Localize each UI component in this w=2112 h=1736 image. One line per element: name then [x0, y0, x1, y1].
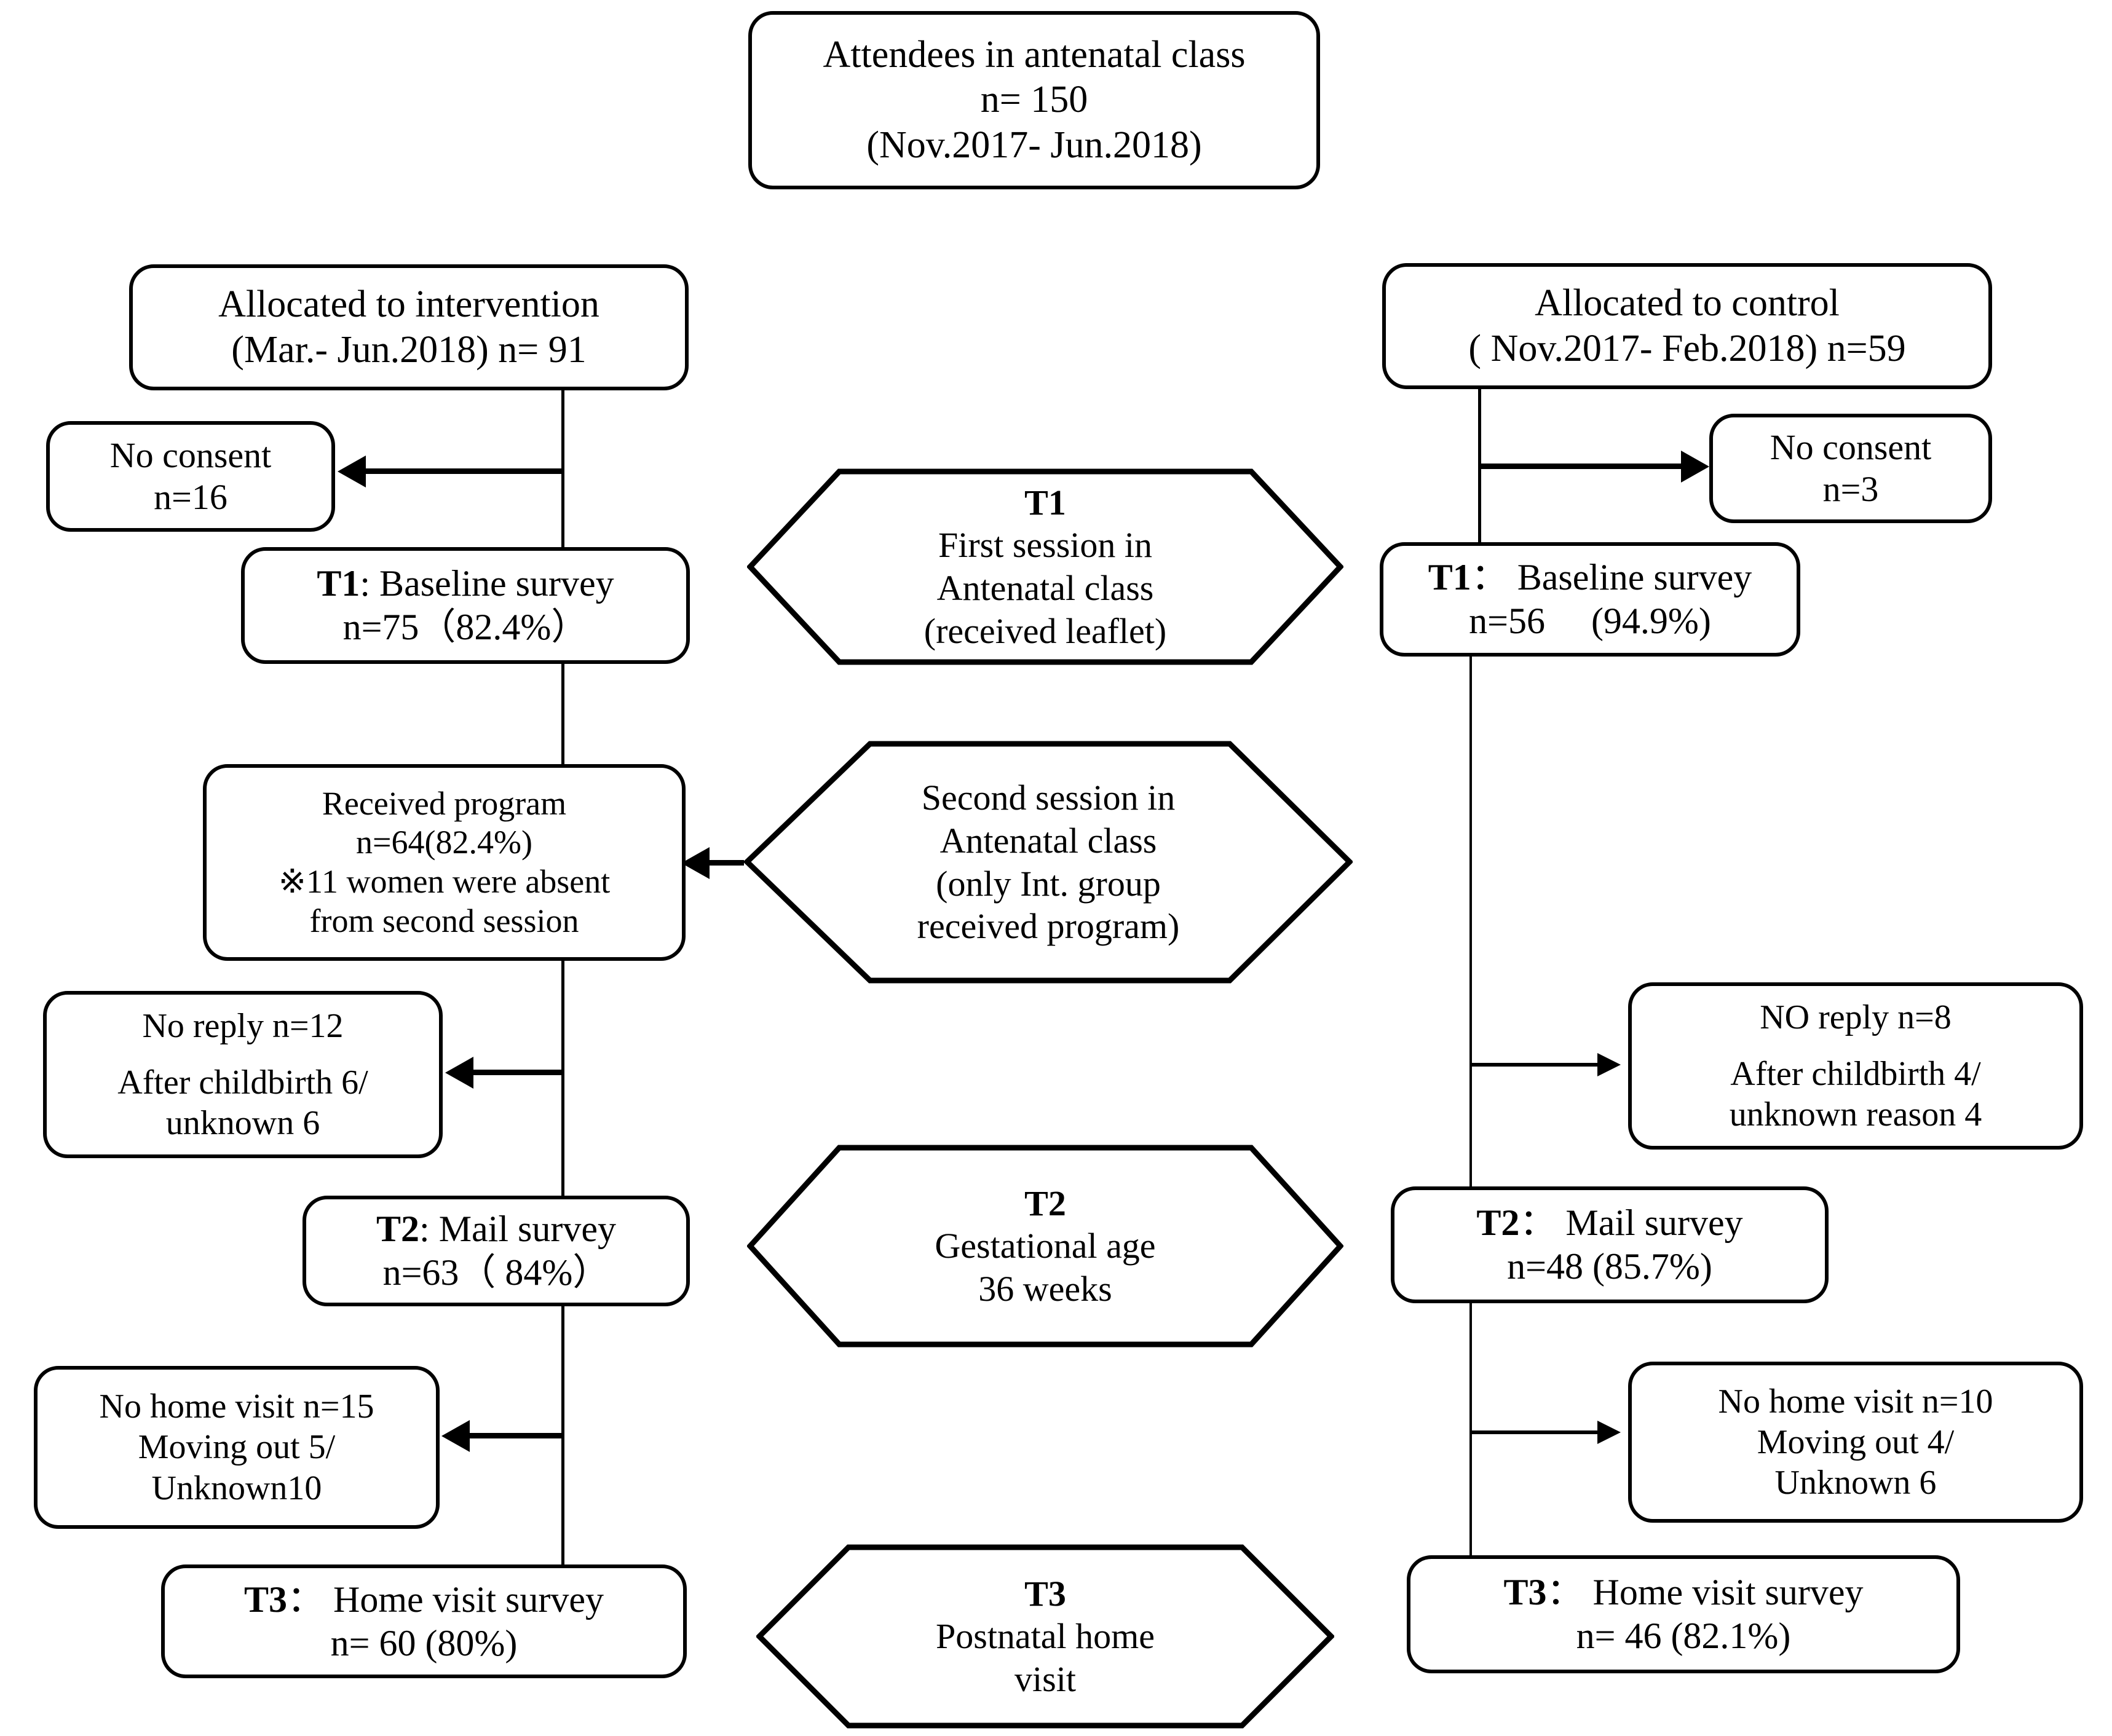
node-control-t1-baseline-survey: T1： Baseline survey n=56 (94.9%): [1380, 542, 1800, 657]
timepoint-t3-line-2: visit: [1014, 1659, 1076, 1699]
arrowhead-intervention-no-home-visit: [441, 1420, 470, 1452]
node-control-t3-home-visit-survey: T3： Home visit survey n= 46 (82.1%): [1407, 1555, 1960, 1673]
attendees-line-3: (Nov.2017- Jun.2018): [866, 124, 1202, 166]
control-no-consent-line-2: n=3: [1822, 469, 1879, 509]
node-control-t2-mail-survey: T2： Mail survey n=48 (85.7%): [1391, 1186, 1829, 1303]
intervention-no-reply-line-2: After childbirth 6/: [117, 1063, 368, 1102]
arrowhead-second-session-to-received-program: [681, 847, 710, 879]
timepoint-t1-line-3: (received leaflet): [924, 610, 1167, 651]
timepoint-second-session-hexagon: Second session in Antenatal class (only …: [744, 741, 1353, 984]
hexagon-shape-t1: [747, 468, 1343, 665]
received-program-line-1: Received program: [322, 784, 567, 822]
connector-control-spine-2: [1469, 657, 1472, 1197]
node-intervention-no-consent: No consent n=16: [46, 421, 335, 532]
connector-intervention-no-home-visit: [469, 1433, 563, 1438]
timepoint-t3-label: T3: [1024, 1573, 1066, 1614]
connector-control-spine-1: [1478, 389, 1481, 550]
control-no-reply-line-3: unknown reason 4: [1729, 1095, 1982, 1134]
alloc-control-line-2: ( Nov.2017- Feb.2018) n=59: [1468, 327, 1906, 369]
intervention-no-reply-line-3: unknown 6: [165, 1104, 320, 1143]
hexagon-shape-t2: [747, 1145, 1343, 1347]
connector-intervention-no-reply: [472, 1070, 563, 1075]
control-no-reply-line-1: NO reply n=8: [1760, 998, 1952, 1036]
control-t1-line-1: T1： Baseline survey: [1428, 557, 1752, 598]
node-allocated-to-intervention: Allocated to intervention (Mar.- Jun.201…: [129, 264, 689, 390]
timepoint-t2-line-2: 36 weeks: [978, 1268, 1112, 1309]
connector-intervention-no-consent: [365, 468, 563, 474]
arrowhead-control-no-consent: [1681, 451, 1709, 483]
intervention-no-home-visit-line-3: Unknown10: [151, 1469, 322, 1507]
timepoint-t3-hexagon: T3 Postnatal home visit: [756, 1544, 1334, 1729]
node-attendees-antenatal-class: Attendees in antenatal class n= 150 (Nov…: [748, 11, 1320, 189]
intervention-t2-line-2: n=63（ 84%）: [382, 1252, 610, 1293]
node-intervention-t2-mail-survey: T2: Mail survey n=63（ 84%）: [303, 1196, 690, 1306]
node-intervention-t1-baseline-survey: T1: Baseline survey n=75（82.4%）: [241, 547, 690, 664]
control-no-home-visit-line-1: No home visit n=10: [1718, 1382, 1993, 1421]
control-t3-line-1: T3： Home visit survey: [1503, 1572, 1864, 1613]
alloc-intervention-line-1: Allocated to intervention: [218, 283, 599, 326]
node-intervention-t3-home-visit-survey: T3： Home visit survey n= 60 (80%): [161, 1564, 687, 1678]
intervention-no-consent-line-2: n=16: [154, 477, 227, 517]
intervention-t1-line-1: T1: Baseline survey: [317, 563, 614, 604]
arrowhead-control-no-home-visit: [1597, 1421, 1621, 1444]
control-t1-line-2: n=56 (94.9%): [1469, 601, 1711, 641]
alloc-control-line-1: Allocated to control: [1535, 282, 1840, 325]
second-session-line-2: Antenatal class: [939, 820, 1157, 861]
second-session-line-4: received program): [917, 906, 1180, 947]
arrowhead-control-no-reply: [1597, 1053, 1621, 1076]
hexagon-shape-t3: [756, 1544, 1334, 1729]
control-t2-line-2: n=48 (85.7%): [1507, 1246, 1712, 1287]
timepoint-t2-hexagon: T2 Gestational age 36 weeks: [747, 1145, 1343, 1347]
timepoint-t1-label: T1: [1024, 482, 1066, 523]
arrowhead-intervention-no-consent: [338, 456, 366, 487]
intervention-t3-line-2: n= 60 (80%): [330, 1622, 518, 1663]
intervention-t1-line-2: n=75（82.4%）: [342, 607, 588, 647]
control-no-reply-line-2: After childbirth 4/: [1730, 1054, 1981, 1093]
received-program-line-4: from second session: [309, 902, 579, 939]
node-intervention-no-reply: No reply n=12 After childbirth 6/ unknow…: [43, 991, 443, 1158]
second-session-line-3: (only Int. group: [936, 863, 1161, 904]
second-session-line-1: Second session in: [921, 778, 1176, 818]
received-program-line-2: n=64(82.4%): [356, 824, 532, 861]
connector-second-session-to-received-program: [708, 860, 745, 866]
node-control-no-reply: NO reply n=8 After childbirth 4/ unknown…: [1628, 982, 2083, 1150]
timepoint-t2-line-1: Gestational age: [935, 1226, 1156, 1266]
alloc-intervention-line-2: (Mar.- Jun.2018) n= 91: [231, 328, 587, 371]
arrowhead-intervention-no-reply: [445, 1057, 473, 1089]
received-program-line-3: ※11 women were absent: [278, 863, 611, 900]
node-allocated-to-control: Allocated to control ( Nov.2017- Feb.201…: [1382, 263, 1992, 389]
node-intervention-received-program: Received program n=64(82.4%) ※11 women w…: [203, 764, 686, 961]
hexagon-shape-second-session: [744, 741, 1353, 984]
intervention-no-home-visit-line-2: Moving out 5/: [138, 1428, 336, 1467]
connector-intervention-spine-4: [561, 1306, 564, 1571]
timepoint-t3-line-1: Postnatal home: [935, 1616, 1155, 1657]
node-control-no-home-visit: No home visit n=10 Moving out 4/ Unknown…: [1628, 1362, 2083, 1523]
timepoint-t1-line-2: Antenatal class: [936, 568, 1154, 608]
connector-control-spine-3: [1469, 1303, 1472, 1568]
attendees-line-2: n= 150: [980, 79, 1088, 121]
control-no-home-visit-line-3: Unknown 6: [1774, 1464, 1937, 1502]
timepoint-t2-label: T2: [1024, 1183, 1066, 1223]
connector-intervention-spine-3: [561, 961, 564, 1201]
control-no-home-visit-line-2: Moving out 4/: [1757, 1422, 1955, 1461]
intervention-t3-line-1: T3： Home visit survey: [244, 1579, 604, 1620]
connector-intervention-spine-2: [561, 664, 564, 775]
intervention-no-home-visit-line-1: No home visit n=15: [99, 1387, 374, 1426]
connector-intervention-spine-1: [561, 390, 564, 551]
control-no-consent-line-1: No consent: [1770, 427, 1932, 467]
node-control-no-consent: No consent n=3: [1709, 414, 1992, 523]
connector-control-no-reply: [1472, 1063, 1600, 1067]
timepoint-t1-hexagon: T1 First session in Antenatal class (rec…: [747, 468, 1343, 665]
intervention-no-consent-line-1: No consent: [109, 435, 272, 475]
control-t3-line-2: n= 46 (82.1%): [1576, 1616, 1791, 1656]
control-t2-line-1: T2： Mail survey: [1476, 1202, 1743, 1244]
intervention-no-reply-line-1: No reply n=12: [142, 1006, 344, 1045]
connector-control-no-consent: [1478, 464, 1681, 469]
intervention-t2-line-1: T2: Mail survey: [376, 1209, 616, 1250]
attendees-line-1: Attendees in antenatal class: [823, 34, 1246, 76]
timepoint-t1-line-1: First session in: [938, 525, 1153, 566]
node-intervention-no-home-visit: No home visit n=15 Moving out 5/ Unknown…: [34, 1366, 440, 1529]
connector-control-no-home-visit: [1472, 1430, 1600, 1434]
